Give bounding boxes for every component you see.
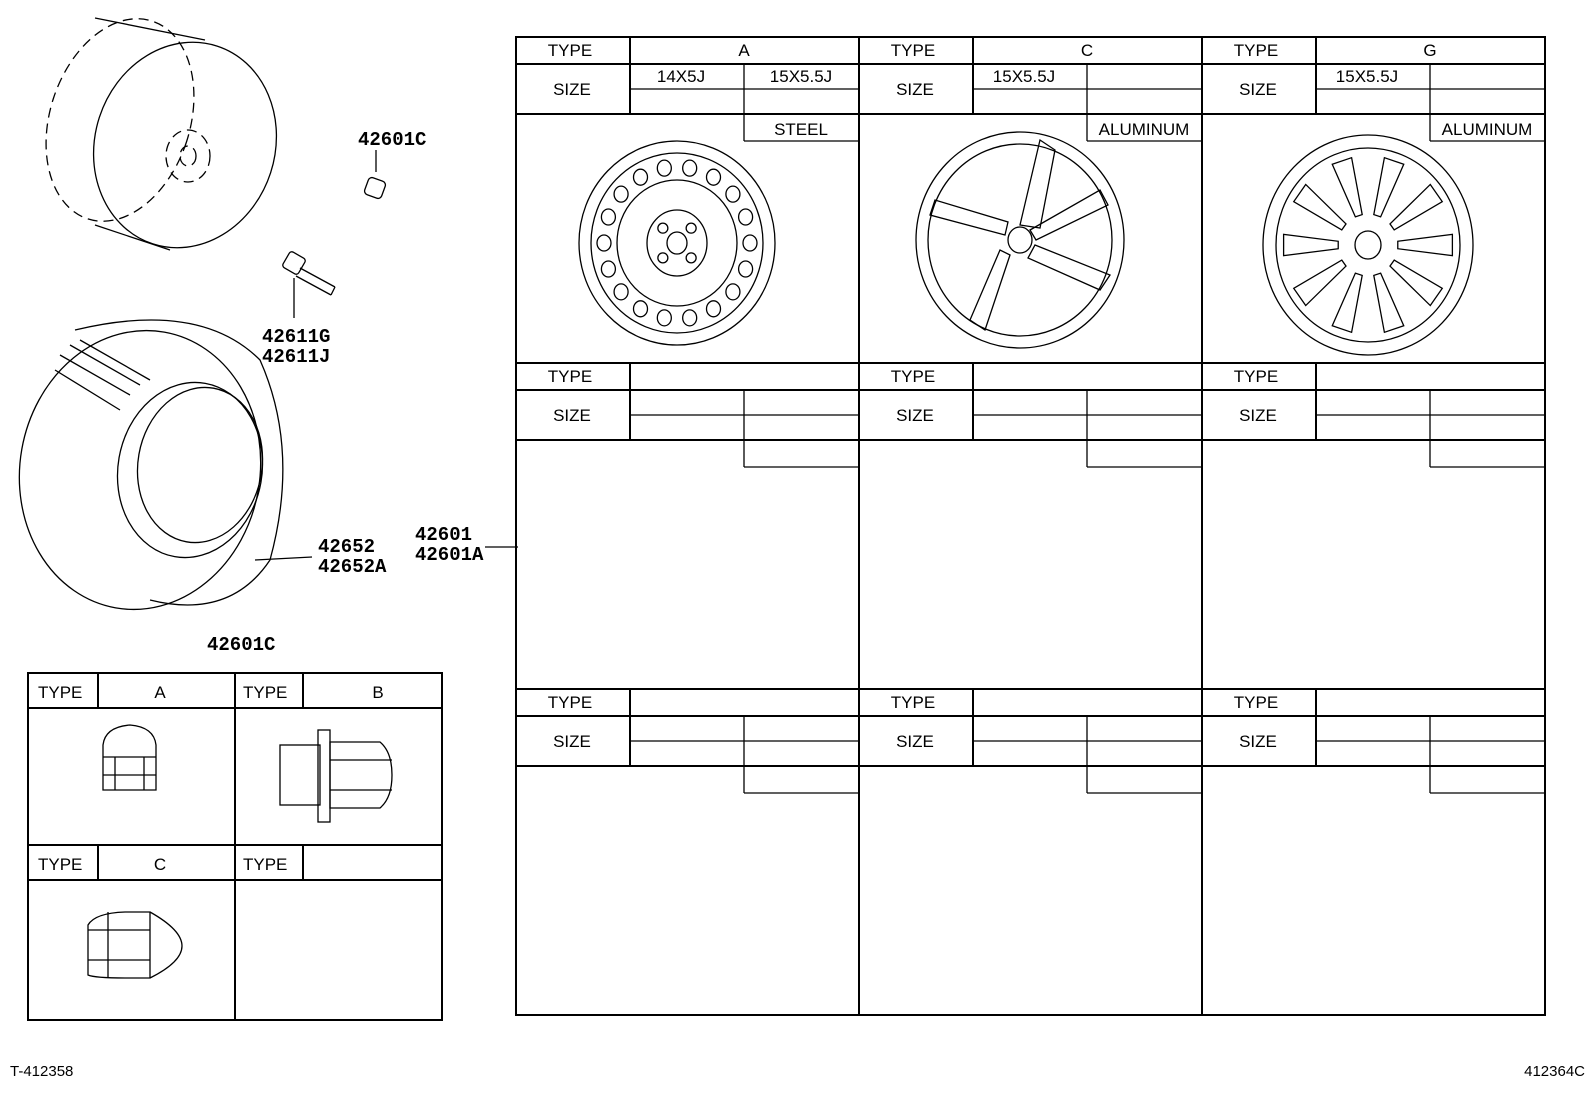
footer-left-code: T-412358 [10, 1063, 73, 1080]
nut-c-drawing [87, 911, 183, 979]
steel-wheel-a-drawing [578, 140, 776, 346]
wheel-material: ALUMINUM [1099, 120, 1190, 139]
wheel-size-1: 15X5.5J [1336, 67, 1398, 86]
wheel-spoke [1292, 259, 1347, 307]
nut-table [27, 672, 443, 1021]
tire-part-number-1: 42652 [318, 536, 375, 558]
alloy-wheel-c-drawing [915, 131, 1125, 349]
nut-b-drawing [279, 729, 393, 823]
wheel-size-label: SIZE [1239, 732, 1277, 751]
wheel-type-label: TYPE [548, 693, 592, 712]
wheel-size-label: SIZE [553, 80, 591, 99]
vent-hole [656, 159, 672, 177]
vent-hole [632, 300, 649, 318]
wheel-material: ALUMINUM [1442, 120, 1533, 139]
vent-hole [596, 234, 612, 252]
wheel-material: STEEL [774, 120, 828, 139]
nut-type-label-a: TYPE [38, 683, 82, 702]
wheel-type-label: TYPE [548, 41, 592, 60]
nut-type-value-a: A [154, 683, 166, 702]
vent-hole [725, 283, 741, 301]
vent-hole [725, 185, 741, 203]
nut-type-label-c: TYPE [38, 855, 82, 874]
wheel-type-label: TYPE [548, 367, 592, 386]
alloy-wheel-g-drawing [1262, 134, 1474, 356]
nut-type-label-d: TYPE [243, 855, 287, 874]
tire-part-number-2: 42652A [318, 556, 387, 578]
wheel-spoke [1373, 272, 1405, 334]
wheel-type-label: TYPE [891, 693, 935, 712]
lug-hole [657, 222, 669, 234]
nut-type-value-b: B [372, 683, 383, 702]
wheel-type-label: TYPE [1234, 41, 1278, 60]
wheel-type-value: G [1423, 41, 1436, 60]
wheel-spoke [1292, 183, 1347, 231]
wheel-table [515, 36, 1546, 1016]
valve-part-number-1: 42611G [262, 326, 330, 348]
valve-part-number-2: 42611J [262, 346, 330, 368]
nut-table-title: 42601C [207, 634, 275, 656]
wheel-size-label: SIZE [896, 406, 934, 425]
valve-stem-part [282, 251, 336, 318]
cap-nut-part [363, 150, 387, 200]
vent-hole [600, 208, 617, 226]
wheel-type-label: TYPE [891, 367, 935, 386]
vent-hole [682, 159, 698, 177]
footer-right-code: 412364C [1524, 1063, 1585, 1080]
wheel-spoke [1282, 233, 1339, 257]
wheel-size-label: SIZE [553, 732, 591, 751]
vent-hole [632, 168, 649, 186]
wheel-type-value: C [1081, 41, 1093, 60]
vent-hole [600, 260, 617, 278]
wheel-size-label: SIZE [896, 732, 934, 751]
lug-hole [657, 252, 669, 264]
wheel-spoke [1397, 233, 1454, 257]
vent-hole [705, 168, 722, 186]
vent-hole [613, 185, 629, 203]
cap-part-number: 42601C [358, 129, 426, 151]
vent-hole [682, 309, 698, 327]
wheel-size-label: SIZE [1239, 406, 1277, 425]
lug-hole [685, 252, 697, 264]
wheel-spoke [1389, 183, 1444, 231]
spare-wheel-drawing [45, 17, 278, 251]
wheel-type-label: TYPE [1234, 367, 1278, 386]
wheel-size-2: 15X5.5J [770, 67, 832, 86]
nut-a-drawing [102, 724, 157, 791]
vent-hole [613, 283, 629, 301]
wheel-size-label: SIZE [896, 80, 934, 99]
wheel-type-label: TYPE [891, 41, 935, 60]
lug-hole [685, 222, 697, 234]
wheel-size-label: SIZE [553, 406, 591, 425]
wheel-type-value: A [738, 41, 750, 60]
nut-type-value-c: C [154, 855, 166, 874]
wheel-size-1: 14X5J [657, 67, 705, 86]
vent-hole [742, 234, 758, 252]
wheel-part-number-2: 42601A [415, 544, 484, 566]
wheel-spoke [1331, 156, 1363, 218]
wheel-spoke [1331, 272, 1363, 334]
wheel-type-label: TYPE [1234, 693, 1278, 712]
wheel-size-label: SIZE [1239, 80, 1277, 99]
vent-hole [737, 260, 754, 278]
wheel-size-1: 15X5.5J [993, 67, 1055, 86]
wheel-spoke [1389, 259, 1444, 307]
vent-hole [705, 300, 722, 318]
wheel-part-number-1: 42601 [415, 524, 472, 546]
wheel-spoke [1373, 156, 1405, 218]
vent-hole [656, 309, 672, 327]
tire-drawing [18, 319, 313, 611]
vent-hole [737, 208, 754, 226]
nut-type-label-b: TYPE [243, 683, 287, 702]
